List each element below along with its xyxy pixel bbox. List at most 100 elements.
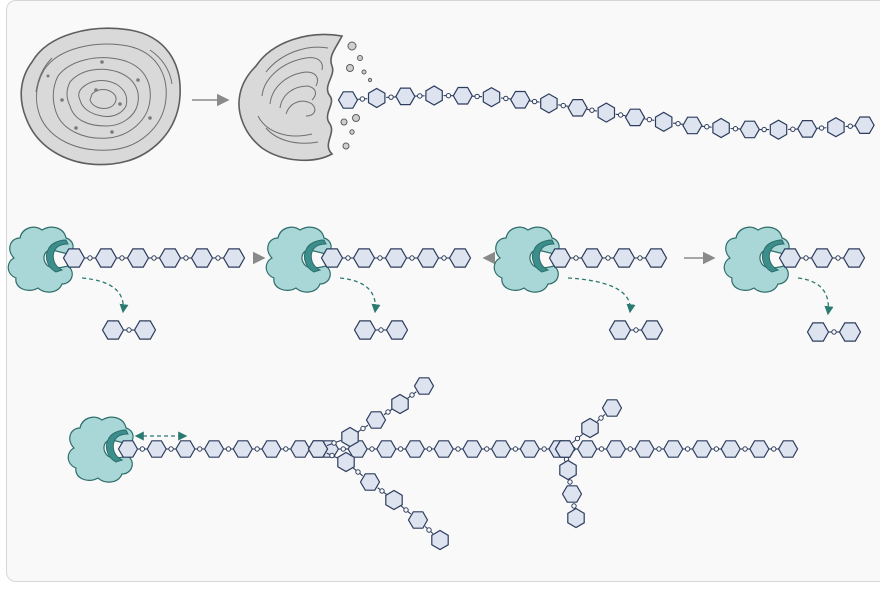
bond-oxygen [445, 92, 452, 99]
glucose-hexagon-icon [337, 451, 355, 473]
glucose-hexagon-icon [413, 377, 435, 395]
bond-oxygen [87, 255, 93, 261]
bond-oxygen [225, 446, 232, 452]
glucose-hexagon-icon [612, 248, 636, 268]
glucose-hexagon-icon [548, 248, 572, 268]
bond-oxygen [617, 112, 624, 118]
bond-oxygen [359, 96, 366, 102]
bond-oxygen [455, 446, 461, 452]
bond-oxygen [369, 446, 375, 452]
bond-oxygen [847, 123, 853, 129]
glucose-hexagon-icon [663, 440, 684, 458]
glucose-hexagon-icon [352, 248, 376, 268]
glucose-hexagon-icon [854, 116, 875, 134]
glucose-hexagon-icon [581, 417, 599, 439]
glucose-hexagon-icon [777, 440, 799, 458]
glucose-hexagon-icon [634, 440, 655, 458]
bond-oxygen [598, 446, 605, 452]
bond-oxygen [379, 488, 385, 494]
glucose-hexagon-icon [842, 248, 866, 268]
glucose-hexagon-icon [712, 117, 730, 139]
glucose-hexagon-icon [601, 399, 623, 417]
glucose-hexagon-icon [117, 440, 139, 458]
cleavage-step-3 [493, 226, 668, 340]
glucose-hexagon-icon [448, 248, 472, 268]
glucose-hexagon-icon [146, 440, 167, 458]
bond-oxygen [573, 255, 579, 261]
bond-oxygen [627, 446, 633, 452]
glucose-hexagon-icon [133, 320, 157, 340]
glucose-hexagon-icon [94, 248, 118, 268]
bond-oxygen [426, 446, 433, 452]
bond-oxygen [598, 415, 604, 421]
bond-oxygen [283, 446, 289, 452]
glucose-hexagon-icon [158, 248, 182, 268]
enzyme-icon [265, 226, 332, 293]
glucose-hexagon-icon [608, 320, 632, 340]
glucose-hexagon-icon [644, 248, 668, 268]
glucose-hexagon-icon [126, 248, 150, 268]
released-fragment [353, 320, 409, 340]
bond-oxygen [403, 507, 409, 513]
bond-oxygen [329, 452, 335, 459]
bond-oxygen [197, 446, 203, 452]
released-fragment [101, 320, 157, 340]
enzyme-icon [67, 416, 134, 483]
glucose-hexagon-icon [554, 440, 576, 458]
bond-oxygen [531, 98, 538, 105]
glucose-hexagon-icon [640, 320, 664, 340]
cleavage-step-2 [265, 226, 472, 340]
bond-oxygen [567, 479, 573, 485]
glucose-hexagon-icon [567, 507, 585, 529]
glucose-hexagon-icon [797, 119, 818, 138]
glucose-hexagon-icon [376, 440, 397, 458]
bond-oxygen [126, 327, 132, 333]
glucose-hexagon-icon [654, 111, 673, 132]
glucose-hexagon-icon [359, 473, 381, 491]
bond-oxygen [254, 446, 260, 452]
bond-oxygen [409, 392, 415, 398]
glucose-hexagon-icon [337, 91, 359, 109]
bond-oxygen [761, 126, 767, 133]
released-fragment [806, 322, 862, 342]
bond-oxygen [474, 93, 480, 100]
glucose-hexagon-icon [691, 440, 713, 458]
bond-oxygen [139, 446, 146, 452]
glucose-hexagon-icon [490, 440, 512, 458]
glucose-hexagon-icon [827, 117, 845, 138]
wavy-glucose-chain [337, 85, 875, 140]
glucose-hexagon-icon [720, 440, 741, 458]
bond-oxygen [215, 255, 221, 261]
glucose-hexagon-icon [567, 98, 588, 117]
glucose-hexagon-icon [307, 440, 329, 458]
bond-oxygen [560, 102, 566, 109]
bond-oxygen [656, 446, 662, 452]
glucose-hexagon-icon [749, 440, 770, 458]
glucose-hexagon-icon [222, 248, 246, 268]
bond-oxygen [484, 446, 490, 452]
glucose-hexagon-icon [605, 440, 627, 458]
glucose-hexagon-icon [806, 322, 830, 342]
bond-oxygen [541, 446, 547, 452]
bond-oxygen [831, 329, 837, 335]
bond-oxygen [426, 527, 432, 533]
enzyme-icon [493, 226, 560, 293]
glucose-hexagon-icon [391, 393, 409, 415]
glucose-hexagon-icon [395, 87, 416, 106]
glucose-hexagon-icon [62, 248, 86, 268]
bond-oxygen [345, 255, 351, 261]
bond-oxygen [512, 446, 519, 452]
glucose-hexagon-icon [101, 320, 125, 340]
bond-oxygen [589, 107, 595, 113]
bond-oxygen [571, 503, 577, 509]
branched-substrate-row [67, 377, 799, 551]
glucose-hexagon-icon [462, 440, 483, 458]
glucose-hexagon-icon [577, 440, 598, 458]
glucose-hexagon-icon [580, 248, 604, 268]
dashed-curved-arrow-icon [339, 277, 381, 314]
bond-oxygen [732, 126, 739, 132]
starch-granule-icon [20, 27, 181, 166]
glucose-hexagon-icon [769, 119, 788, 140]
glucose-hexagon-icon [682, 116, 703, 135]
bond-oxygen [637, 255, 643, 261]
